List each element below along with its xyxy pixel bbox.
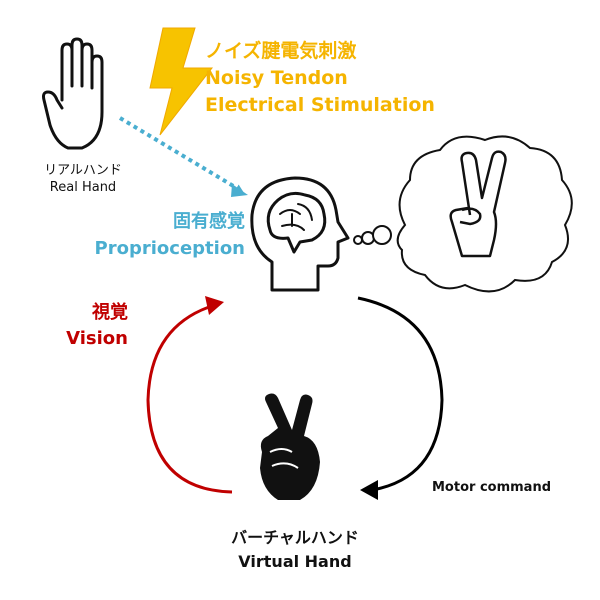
stimulation-en2: Electrical Stimulation — [205, 94, 435, 116]
real-hand-label: リアルハンド Real Hand — [28, 162, 138, 196]
victory-hand-icon — [260, 393, 320, 500]
real-hand-en: Real Hand — [49, 180, 117, 195]
motor-command-arc — [357, 296, 444, 492]
vision-jp: 視覚 — [92, 302, 128, 323]
virtual-hand-jp: バーチャルハンド — [231, 528, 359, 547]
stimulation-en1: Noisy Tendon — [205, 67, 348, 89]
lightning-bolt-icon — [149, 27, 214, 136]
vision-label: 視覚 Vision — [40, 300, 128, 352]
vision-en: Vision — [66, 328, 128, 349]
head-brain-icon — [250, 176, 350, 292]
thought-cloud-victory-hand-icon — [353, 135, 573, 293]
real-hand-jp: リアルハンド — [44, 163, 122, 178]
stimulation-jp: ノイズ腱電気刺激 — [205, 40, 357, 62]
motor-command-label: Motor command — [432, 480, 552, 495]
proprioception-label: 固有感覚 Proprioception — [70, 208, 245, 262]
virtual-hand-en: Virtual Hand — [238, 552, 352, 571]
proprioception-arrow — [118, 116, 244, 193]
virtual-hand-label: バーチャルハンド Virtual Hand — [200, 526, 390, 574]
proprioception-en: Proprioception — [94, 238, 245, 259]
vision-arc — [146, 303, 233, 494]
proprioception-jp: 固有感覚 — [173, 211, 245, 232]
stimulation-label: ノイズ腱電気刺激 Noisy Tendon Electrical Stimula… — [205, 38, 435, 119]
open-hand-icon — [42, 37, 104, 150]
